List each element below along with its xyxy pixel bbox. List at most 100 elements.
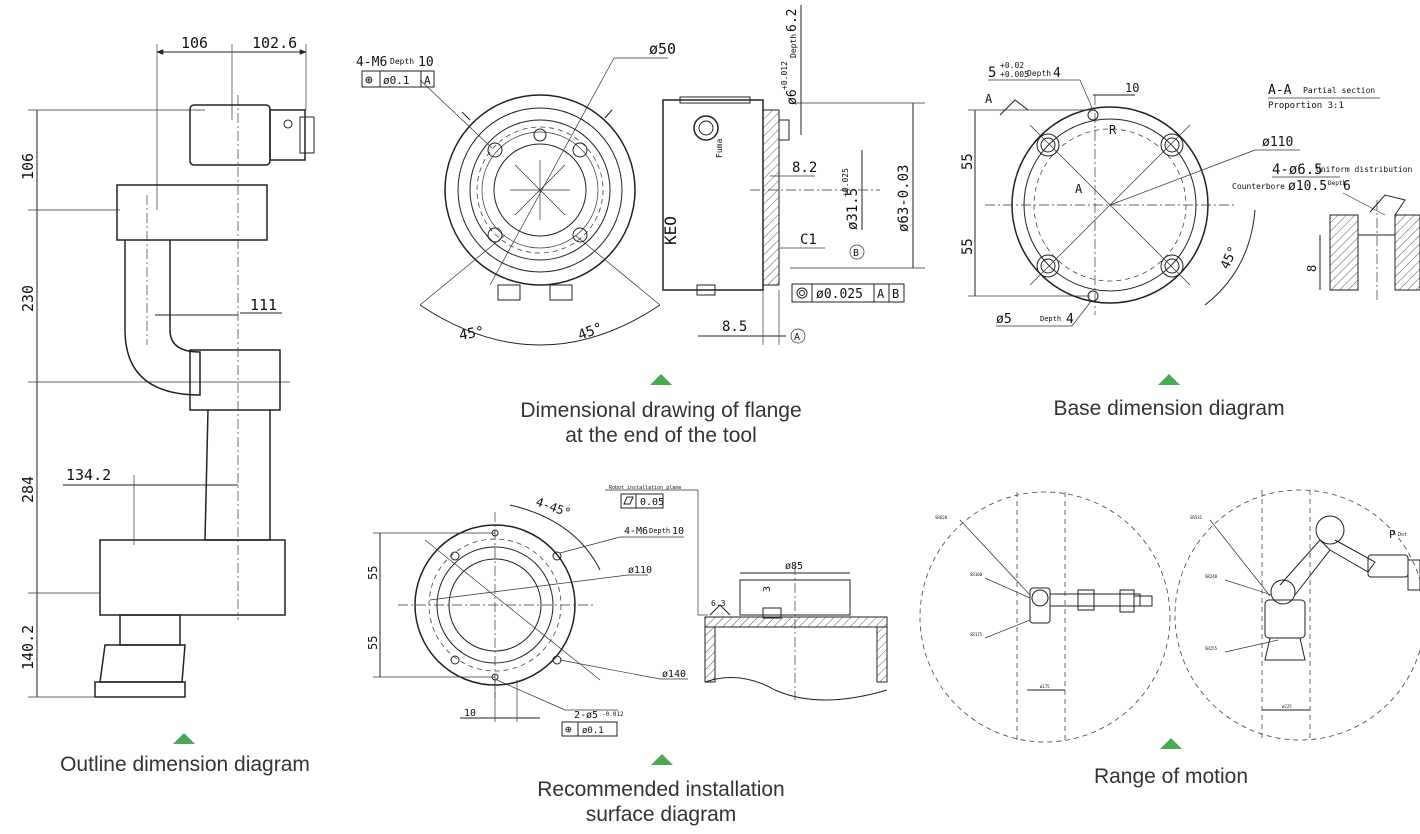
motion-label-left-2: SR175 <box>970 632 983 637</box>
outline-diagram: 106 102.6 106 230 284 140.2 111 <box>19 34 315 698</box>
base-depth-word: Depth <box>1027 69 1051 78</box>
flange-tol-datum: A <box>424 74 431 87</box>
install-tol-value: ø0.1 <box>582 726 604 736</box>
flange-logo: KEO <box>661 216 680 245</box>
install-v55-a: 55 <box>366 566 380 580</box>
outline-dim-230: 230 <box>19 285 37 312</box>
base-pin-depth: 4 <box>1066 312 1074 327</box>
flange-datum-b: B <box>853 248 859 259</box>
install-tol-symbol: ⊕ <box>565 723 572 736</box>
flange-chamfer: C1 <box>800 232 817 248</box>
base-section-note: Partial section <box>1303 86 1375 95</box>
base-proportion: Proportion 3:1 <box>1268 101 1344 111</box>
motion-p-point: P <box>1389 528 1396 541</box>
motion-label-left-0: SR620 <box>935 515 948 520</box>
motion-label-right-0: SR531 <box>1190 515 1203 520</box>
outline-dim-140: 140.2 <box>19 625 37 670</box>
base-slot-depth: 4 <box>1053 66 1061 81</box>
motion-p-note: Dot <box>1398 532 1407 538</box>
flange-dim-82: 8.2 <box>792 160 817 176</box>
motion-caption: Range of motion <box>1093 765 1249 788</box>
install-dim-3: 3 <box>762 586 773 592</box>
outline-dim-102: 102.6 <box>252 34 297 52</box>
flange-pin-depth: 6.2 <box>785 9 800 32</box>
base-r: R <box>1109 123 1117 137</box>
motion-caption-marker <box>1160 738 1182 749</box>
outline-dim-106: 106 <box>19 153 37 180</box>
motion-diagram: SR620 SR160 SR175 ø175 SR531 SR248 SR255… <box>919 489 1420 743</box>
install-dim-10: 10 <box>464 708 476 719</box>
base-holes-note: Uniform distribution <box>1316 165 1413 174</box>
install-caption-line1: Recommended installation <box>537 778 785 801</box>
flange-datum-a: A <box>794 332 800 343</box>
flange-pin-tol: +0.012 <box>780 61 789 90</box>
flange-runout: ø0.025 <box>816 287 863 302</box>
outline-dim-111: 111 <box>250 296 277 314</box>
flange-caption-line1: Dimensional drawing of flange <box>520 399 802 422</box>
install-caption-line2: surface diagram <box>585 803 737 826</box>
base-dia-110: ø110 <box>1262 135 1293 150</box>
outline-caption: Outline dimension diagram <box>60 753 310 776</box>
outline-dim-106-top: 106 <box>181 34 208 52</box>
base-depth-word-2: Depth <box>1040 315 1061 323</box>
install-pin-tol: -0.012 <box>602 711 624 718</box>
install-pin: 2-ø5 <box>574 710 598 721</box>
motion-width-left: ø175 <box>1040 684 1050 689</box>
base-sec-a: A <box>985 92 993 106</box>
install-caption-marker <box>651 754 673 765</box>
flange-diagram: ø50 4-M6 Depth 10 ⊕ ø0.1 A 45° 45° Fuma … <box>356 5 925 346</box>
install-plane-note: Robot installation plane <box>609 485 681 491</box>
base-detail-8: 8 <box>1305 265 1319 272</box>
install-depth-word: Depth <box>649 527 670 535</box>
base-counterbore: ø10.5 <box>1288 179 1327 194</box>
flange-angle-left: 45° <box>458 324 486 344</box>
base-counterbore-word: Counterbore <box>1232 182 1285 191</box>
flange-dim-85: 8.5 <box>722 319 747 335</box>
flange-dia-50: ø50 <box>649 40 676 58</box>
install-dia-110: ø110 <box>628 565 652 576</box>
flange-thread: 4-M6 <box>356 55 387 70</box>
install-depth: 10 <box>672 526 684 537</box>
flange-tol-symbol: ⊕ <box>365 73 373 88</box>
flange-pin-dia: ø6 <box>785 89 800 105</box>
flange-angle-right: 45° <box>576 320 605 344</box>
base-slot-tol: +0.02 <box>1000 61 1024 70</box>
base-slot-tol2: +0.005 <box>1000 70 1029 79</box>
flange-caption-marker <box>650 374 672 385</box>
flange-brand: Fuma <box>715 139 724 158</box>
base-pin: ø5 <box>996 312 1012 327</box>
motion-label-left-1: SR160 <box>970 572 983 577</box>
install-dia-85: ø85 <box>785 561 803 572</box>
install-thread: 4-M6 <box>624 526 648 537</box>
flange-bore-tol: +0.025 <box>841 168 850 197</box>
flange-caption-line2: at the end of the tool <box>565 424 757 447</box>
flange-depth-word-2: Depth <box>789 34 798 58</box>
install-dia-140: ø140 <box>662 669 686 680</box>
flange-bore: ø31.5 <box>845 188 861 230</box>
base-v55-b: 55 <box>960 238 976 255</box>
base-depth-word-3: Depth <box>1328 180 1346 187</box>
install-angle: 4-45° <box>534 495 573 521</box>
base-v55-a: 55 <box>960 153 976 170</box>
motion-label-right-1: SR248 <box>1205 574 1218 579</box>
base-counterbore-depth: 6 <box>1343 179 1351 194</box>
flange-depth-word: Depth <box>390 57 414 66</box>
install-diagram: 4-45° 4-M6 Depth 10 ø110 ø140 55 55 10 2… <box>366 485 888 737</box>
outline-caption-marker <box>173 733 195 744</box>
flange-tol-value: ø0.1 <box>383 74 410 87</box>
install-v55-b: 55 <box>366 636 380 650</box>
outline-dim-134: 134.2 <box>66 466 111 484</box>
flange-runout-b: B <box>892 287 899 301</box>
motion-width-right: ø225 <box>1282 704 1292 709</box>
flange-outer-dia: ø63-0.03 <box>896 165 912 232</box>
outline-dim-284: 284 <box>19 476 37 503</box>
install-rough: 6.3 <box>711 599 726 608</box>
base-sec-a-2: A <box>1075 182 1083 196</box>
base-section-label: A-A <box>1268 83 1292 98</box>
flange-runout-a: A <box>877 287 885 301</box>
base-diagram: ø110 55 55 45° 10 5 +0.02 +0.005 Depth 4… <box>960 61 1420 327</box>
base-dim-10: 10 <box>1125 81 1139 95</box>
base-holes: 4-ø6.5 <box>1272 162 1323 178</box>
base-slot: 5 <box>988 65 996 81</box>
